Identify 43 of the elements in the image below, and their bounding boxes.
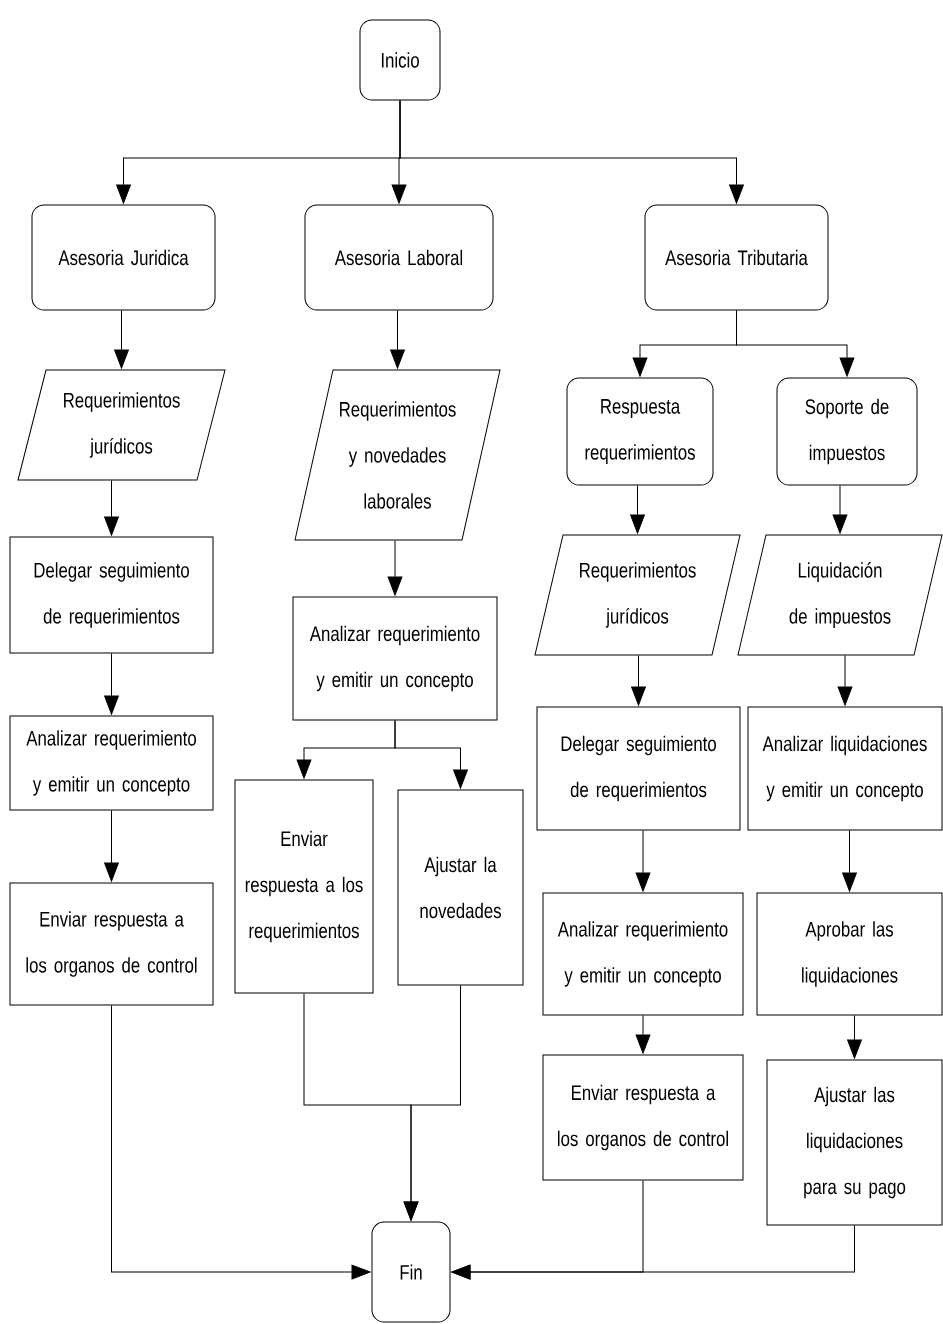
process-box: Analizar requerimiento y emitir un concepto (292, 596, 498, 721)
process-box: Analizar requerimiento y emitir un concepto (9, 715, 214, 811)
arrow (451, 1225, 855, 1280)
process-box: Analizar requerimiento y emitir un concepto (542, 892, 744, 1016)
data-parallelogram: Requerimientos jurídicos (17, 369, 226, 481)
rounded-box: Fin (371, 1221, 451, 1323)
arrow (736, 310, 855, 377)
process-box: Aprobar las liquidaciones (756, 892, 943, 1016)
arrow (104, 480, 119, 536)
arrow (390, 310, 405, 369)
arrow (837, 655, 853, 706)
process-box: Analizar liquidaciones y emitir un concepto (747, 706, 943, 831)
rounded-box: Soporte de impuestos (776, 377, 918, 486)
rounded-box: Respuesta requerimientos (566, 377, 714, 486)
arrow (635, 1015, 651, 1054)
rounded-box: Asesoria Laboral (304, 204, 494, 311)
arrow (832, 485, 848, 534)
arrow (403, 985, 461, 1221)
data-parallelogram: Requerimientos jurídicos (534, 534, 741, 656)
arrow (399, 100, 744, 204)
process-box: Ajustar las liquidaciones para su pago (766, 1059, 943, 1226)
process-box: Delegar seguimiento de requerimientos (9, 536, 214, 654)
arrow (631, 655, 646, 706)
arrow (104, 810, 119, 882)
arrow (847, 1015, 862, 1059)
arrow (635, 830, 651, 892)
process-box: Enviar respuesta a los organos de control (542, 1054, 744, 1181)
arrow (842, 830, 857, 892)
process-box: Enviar respuesta a los organos de control (9, 882, 214, 1006)
data-parallelogram: Requerimientos y novedades laborales (294, 369, 501, 541)
rounded-box: Asesoria Juridica (31, 204, 216, 311)
arrow (104, 653, 119, 715)
rounded-box: Inicio (359, 19, 441, 101)
arrow (114, 310, 129, 369)
arrow (630, 485, 645, 534)
arrow (387, 540, 403, 596)
arrow (111, 1005, 371, 1280)
process-box: Enviar respuesta a los requerimientos (234, 779, 374, 994)
rounded-box: Asesoria Tributaria (644, 204, 829, 311)
arrow (394, 720, 468, 789)
process-box: Ajustar la novedades (397, 789, 524, 986)
process-box: Delegar seguimiento de requerimientos (536, 706, 741, 831)
data-parallelogram: Liquidación de impuestos (737, 534, 943, 656)
